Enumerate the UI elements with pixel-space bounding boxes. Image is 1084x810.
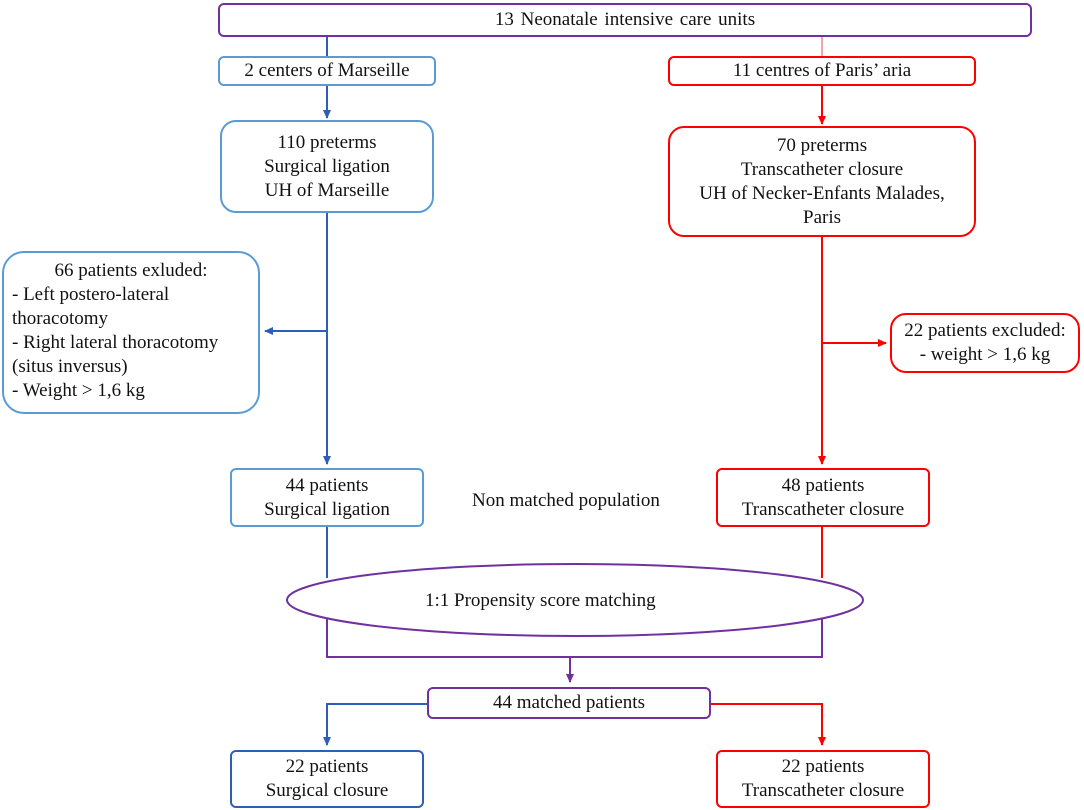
marseille-exclusion-box: 66 patients exluded: - Left postero-late… [2, 251, 260, 414]
paris-exclusion-title: 22 patients excluded: [904, 320, 1066, 341]
neonatal-units-box: 13 Neonatale intensive care units [218, 3, 1032, 37]
arrow-matched-right-final [711, 703, 826, 746]
paris-centers-text: 11 centres of Paris’ aria [732, 60, 912, 81]
marseille-centers-text: 2 centers of Marseille [244, 60, 410, 81]
marseille-patients-line-1: 44 patients [285, 474, 369, 496]
necker-preterms-line-3: UH of Necker-Enfants Malades, [699, 182, 945, 204]
marseille-patients-line-2: Surgical ligation [264, 498, 390, 520]
marseille-preterms-line-3: UH of Marseille [264, 179, 390, 201]
marseille-preterms-line-2: Surgical ligation [264, 155, 390, 177]
paris-exclusion-line-1: - weight > 1,6 kg [919, 344, 1051, 365]
transcatheter-closure-box: 22 patients Transcatheter closure [716, 750, 930, 808]
marseille-exclusion-line-2: thoracotomy [12, 308, 109, 329]
matched-patients-text: 44 matched patients [493, 692, 645, 713]
surgical-closure-box: 22 patients Surgical closure [230, 750, 424, 808]
marseille-preterms-box: 110 preterms Surgical ligation UH of Mar… [220, 120, 434, 213]
paris-patients-line-2: Transcatheter closure [741, 498, 905, 520]
marseille-exclusion-line-4: (situs inversus) [12, 356, 128, 377]
surgical-closure-line-1: 22 patients [285, 756, 369, 777]
neonatal-units-text: 13 Neonatale intensive care units [494, 9, 756, 30]
marseille-centers-box: 2 centers of Marseille [218, 56, 436, 86]
marseille-exclusion-line-3: - Right lateral thoracotomy [12, 332, 219, 353]
paris-patients-box: 48 patients Transcatheter closure [716, 468, 930, 527]
propensity-matching-label: 1:1 Propensity score matching [425, 590, 656, 611]
marseille-exclusion-line-5: - Weight > 1,6 kg [12, 380, 145, 401]
transcatheter-closure-line-1: 22 patients [781, 756, 865, 777]
necker-preterms-line-2: Transcatheter closure [740, 158, 904, 180]
surgical-closure-line-2: Surgical closure [265, 780, 389, 801]
transcatheter-closure-line-2: Transcatheter closure [741, 780, 905, 801]
propensity-matching-ellipse [286, 563, 864, 637]
necker-preterms-line-4: Paris [803, 206, 841, 228]
matched-patients-box: 44 matched patients [427, 687, 711, 719]
marseille-preterms-line-1: 110 preterms [277, 131, 377, 153]
marseille-exclusion-line-1: - Left postero-lateral [12, 284, 170, 305]
paris-centers-box: 11 centres of Paris’ aria [668, 56, 976, 86]
marseille-exclusion-title: 66 patients exluded: [54, 260, 208, 281]
necker-preterms-box: 70 preterms Transcatheter closure UH of … [668, 126, 976, 237]
necker-preterms-line-1: 70 preterms [776, 134, 868, 156]
marseille-patients-box: 44 patients Surgical ligation [230, 468, 424, 527]
paris-patients-line-1: 48 patients [781, 474, 865, 496]
paris-exclusion-box: 22 patients excluded: - weight > 1,6 kg [890, 313, 1080, 373]
matching-bracket [326, 600, 823, 658]
arrow-matched-left-final [323, 703, 427, 746]
non-matched-population-label: Non matched population [472, 490, 660, 511]
